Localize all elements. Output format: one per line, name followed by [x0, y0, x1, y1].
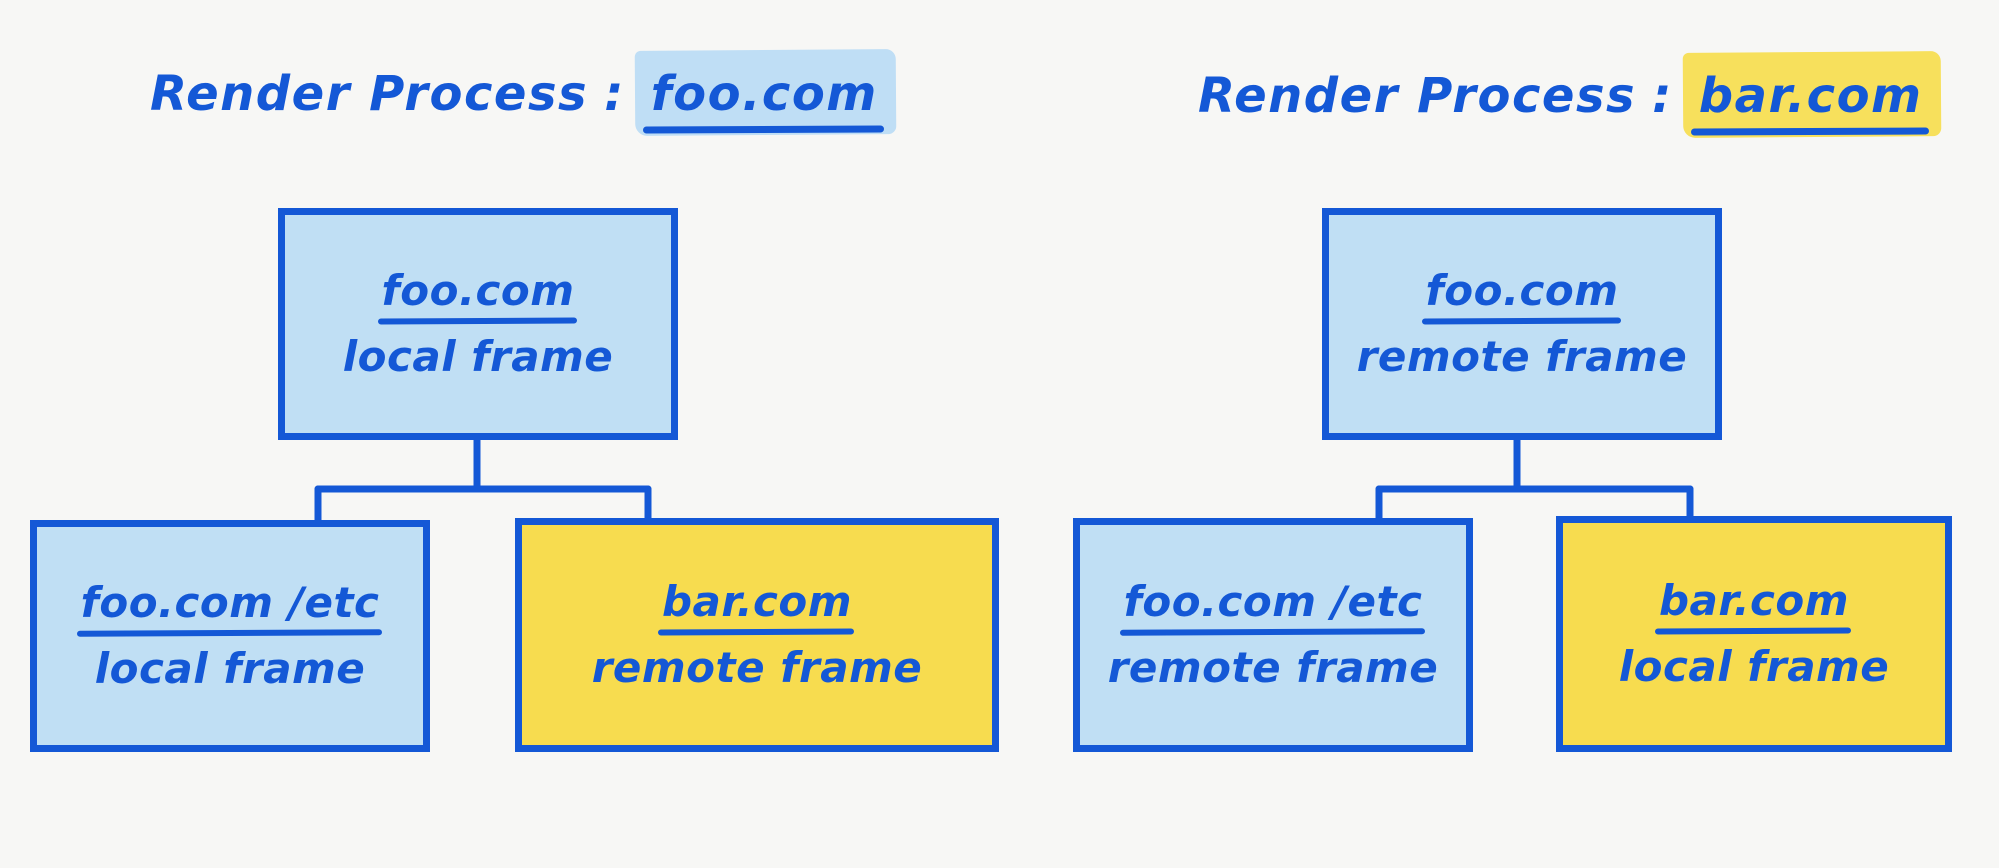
frame-type: local frame — [342, 332, 614, 381]
frame-node-left-child-1[interactable]: foo.com /etc local frame — [30, 520, 430, 752]
heading-process-name: foo.com — [641, 68, 888, 121]
frame-origin: bar.com — [1658, 575, 1850, 625]
frame-node-right-child-1[interactable]: foo.com /etc remote frame — [1073, 518, 1473, 752]
frame-node-right-child-2[interactable]: bar.com local frame — [1556, 516, 1952, 752]
frame-origin: foo.com — [381, 265, 575, 315]
frame-origin: bar.com — [661, 576, 853, 626]
heading-label: Render Process — [150, 66, 589, 122]
frame-origin: foo.com /etc — [1123, 576, 1423, 626]
frame-node-left-child-2[interactable]: bar.com remote frame — [515, 518, 999, 752]
heading-process-name: bar.com — [1689, 70, 1933, 123]
frame-type: local frame — [1618, 642, 1890, 691]
frame-type: remote frame — [591, 643, 923, 692]
frame-node-right-root[interactable]: foo.com remote frame — [1322, 208, 1722, 440]
frame-type: remote frame — [1107, 643, 1439, 692]
heading-label: Render Process — [1198, 68, 1637, 124]
heading-render-process-foo: Render Process : foo.com — [150, 68, 888, 121]
heading-separator: : — [1652, 68, 1673, 124]
frame-origin: foo.com — [1425, 265, 1619, 315]
heading-separator: : — [604, 66, 625, 122]
frame-node-left-root[interactable]: foo.com local frame — [278, 208, 678, 440]
heading-render-process-bar: Render Process : bar.com — [1198, 70, 1933, 123]
frame-type: remote frame — [1356, 332, 1688, 381]
frame-origin: foo.com /etc — [80, 577, 380, 627]
frame-type: local frame — [94, 644, 366, 693]
